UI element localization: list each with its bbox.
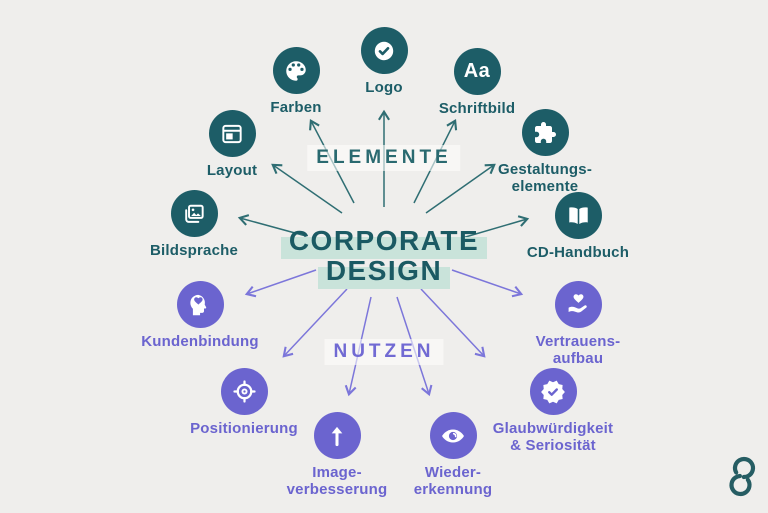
node-label: Schriftbild (438, 100, 516, 117)
node-label: Kundenbindung (141, 333, 259, 350)
arrow-up-icon (313, 412, 361, 459)
node-label: Logo (365, 79, 403, 96)
node-glaubwuerdigkeit: Glaubwürdigkeit & Seriosität (473, 368, 633, 454)
node-label: Positionierung (190, 420, 298, 437)
layout-icon (208, 110, 256, 157)
node-kundenbindung: Kundenbindung (120, 281, 280, 350)
badge-check-icon (529, 368, 577, 415)
head-heart-icon (176, 281, 224, 328)
puzzle-icon (521, 109, 569, 156)
benefits-section-label: NUTZEN (324, 339, 444, 365)
node-label: Farben (270, 99, 322, 116)
node-bildsprache: Bildsprache (114, 190, 274, 259)
node-logo: Logo (304, 27, 464, 96)
node-positionierung: Positionierung (164, 368, 324, 437)
node-imageverbesserung: Image- verbesserung (257, 412, 417, 498)
node-schriftbild: Aa Schriftbild (397, 48, 557, 117)
node-layout: Layout (152, 110, 312, 179)
page-title: CORPORATE DESIGN (264, 225, 504, 289)
eye-icon (429, 412, 477, 459)
node-vertrauensaufbau: Vertrauens- aufbau (498, 281, 658, 367)
title-line-1: CORPORATE (280, 225, 488, 259)
node-label: Layout (206, 162, 258, 179)
title-line-2: DESIGN (317, 255, 451, 289)
typography-icon: Aa (453, 48, 501, 95)
node-label: Wieder- erkennung (413, 464, 493, 498)
node-label: CD-Handbuch (526, 244, 630, 261)
hand-heart-icon (554, 281, 602, 328)
check-circle-icon (360, 27, 408, 74)
node-label: Bildsprache (149, 242, 239, 259)
brand-logo (724, 452, 760, 509)
node-cd-handbuch: CD-Handbuch (498, 192, 658, 261)
image-icon (170, 190, 218, 237)
node-farben: Farben (216, 47, 376, 116)
open-book-icon (554, 192, 602, 239)
node-label: Gestaltungs- elemente (497, 161, 593, 195)
elements-section-label: ELEMENTE (307, 145, 461, 171)
palette-icon (272, 47, 320, 94)
node-gestaltungselemente: Gestaltungs- elemente (465, 109, 625, 195)
node-wiedererkennung: Wieder- erkennung (373, 412, 533, 498)
node-label: Vertrauens- aufbau (535, 333, 621, 367)
node-label: Image- verbesserung (286, 464, 388, 498)
target-icon (220, 368, 268, 415)
typography-icon-text: Aa (463, 60, 491, 82)
node-label: Glaubwürdigkeit & Seriosität (492, 420, 614, 454)
